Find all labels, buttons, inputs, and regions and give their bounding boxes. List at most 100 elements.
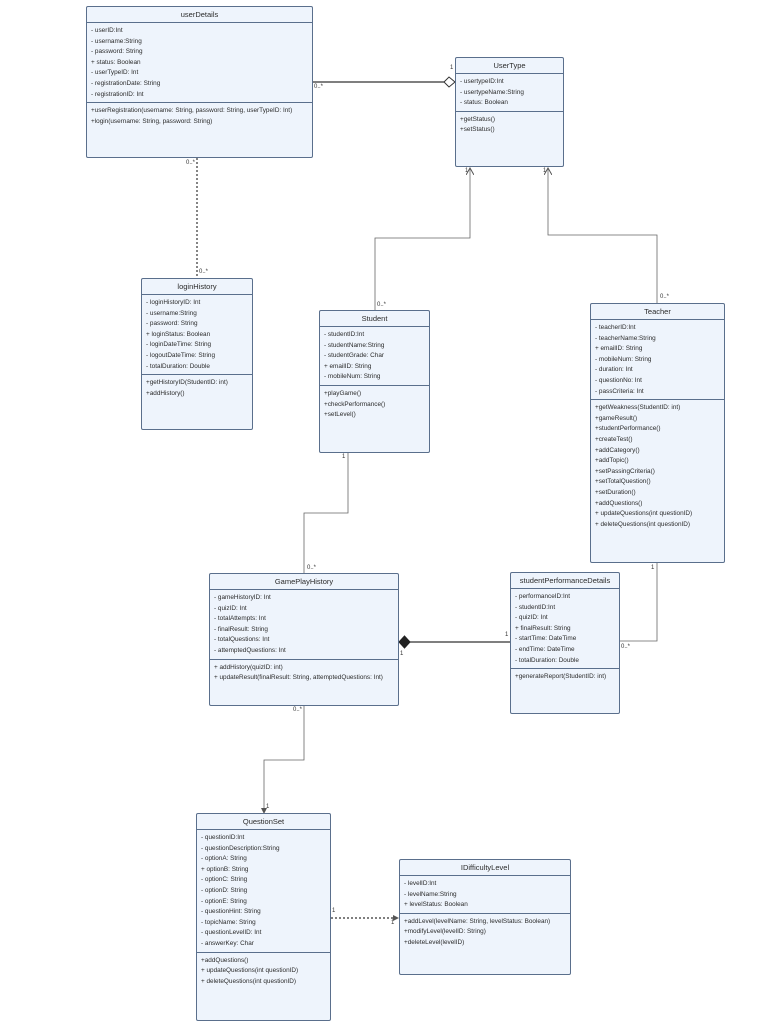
class-attribute: - attemptedQuestions: Int <box>214 646 286 654</box>
assoc-student-gameplay <box>303 453 349 573</box>
class-method: +getWeakness(StudentID: int) <box>595 404 681 412</box>
class-attribute: - questionDescription:String <box>201 844 280 852</box>
class-attribute: - usertypeName:String <box>460 88 524 96</box>
class-method: +gameResult() <box>595 414 638 422</box>
class-attribute: - finalResult: String <box>214 625 268 633</box>
class-attribute: - password: String <box>146 320 198 328</box>
class-attribute: + loginStatus: Boolean <box>146 330 211 338</box>
mult-student-usertype-src: 0..* <box>377 302 387 308</box>
class-methods: +getStatus() +setStatus() <box>456 112 563 138</box>
class-attribute: - studentGrade: Char <box>324 352 385 360</box>
class-method: +getStatus() <box>460 115 495 123</box>
mult-teacher-usertype-src: 0..* <box>660 294 670 300</box>
class-attribute: + emailID: String <box>324 362 372 370</box>
class-attribute: - topicName: String <box>201 918 256 926</box>
class-method: +checkPerformance() <box>324 400 386 408</box>
class-attribute: + optionB: String <box>201 865 249 873</box>
class-attribute: - questionHint: String <box>201 908 261 916</box>
class-method: +setLevel() <box>324 411 356 419</box>
class-attribute: - questionID:Int <box>201 834 245 841</box>
class-methods: + addHistory(quizID: int) + updateResult(… <box>210 660 398 686</box>
class-attribute: - studentID:Int <box>515 603 556 611</box>
class-attribute: - questionLevelID: Int <box>201 929 262 937</box>
class-attribute: - answerKey: Char <box>201 939 254 947</box>
class-method: +deleteLevel(levelID) <box>404 938 465 946</box>
class-attribute: - levelID:Int <box>404 880 437 887</box>
class-attribute: - performanceID:Int <box>515 593 571 600</box>
class-method: + addHistory(quizID: int) <box>214 663 283 671</box>
class-attribute: - studentID:Int <box>324 331 365 338</box>
class-methods: +getWeakness(StudentID: int) +gameResult(… <box>591 400 724 532</box>
class-methods: +userRegistration(username: String, pass… <box>87 103 312 129</box>
class-attribute: - startTime: DateTime <box>515 635 577 643</box>
class-attribute: - quizID: Int <box>214 604 247 612</box>
class-attribute: + finalResult: String <box>515 624 571 632</box>
class-loginhistory[interactable]: loginHistory - loginHistoryID: Int- user… <box>141 278 253 430</box>
class-attribute: - logoutDateTime: String <box>146 351 216 359</box>
class-title: studentPerformanceDetails <box>511 573 619 589</box>
class-method: +userRegistration(username: String, pass… <box>91 107 293 115</box>
mult-userdetails-loginhistory-src: 0..* <box>186 160 196 166</box>
class-difficultylevel[interactable]: IDifficultyLevel - levelID:Int - levelNam… <box>399 859 571 975</box>
class-attribute: + emailID: String <box>595 345 643 353</box>
class-gameplayhistory[interactable]: GamePlayHistory - gameHistoryID: Int- qu… <box>209 573 399 706</box>
class-userdetails[interactable]: userDetails - userID:Int- username:Strin… <box>86 6 313 158</box>
class-teacher[interactable]: Teacher - teacherID:Int- teacherName:Str… <box>590 303 725 563</box>
class-attributes: - studentID:Int - studentName:String - stu… <box>320 327 429 386</box>
class-title: Teacher <box>591 304 724 320</box>
class-methods: +playGame() +checkPerformance() +setLevel(… <box>320 386 429 423</box>
class-title: QuestionSet <box>197 814 330 830</box>
class-methods: +addLevel(levelName: String, levelStatus… <box>400 914 570 951</box>
class-attributes: - usertypeID:Int- usertypeName:String- s… <box>456 74 563 112</box>
mult-question-level-src: 1 <box>332 908 336 914</box>
class-usertype[interactable]: UserType - usertypeID:Int- usertypeName:… <box>455 57 564 167</box>
class-method: +playGame() <box>324 389 362 397</box>
class-attribute: - duration: Int <box>595 366 633 374</box>
class-method: +setDuration() <box>595 488 636 496</box>
class-attribute: - userID:Int <box>91 27 123 34</box>
class-method: +createTest() <box>595 435 633 443</box>
class-method: +addQuestions() <box>595 499 643 507</box>
class-attribute: - studentName:String <box>324 341 385 349</box>
mult-teacher-usertype-dst: 1 <box>543 168 547 174</box>
class-method: +getHistoryID(StudentID: int) <box>146 379 228 387</box>
mult-student-gameplay-src: 1 <box>342 454 346 460</box>
class-attribute: - teacherID:Int <box>595 324 636 331</box>
class-attribute: - mobileNum: String <box>595 355 652 363</box>
class-questionset[interactable]: QuestionSet - questionID:Int - questionDe… <box>196 813 331 1021</box>
class-method: +generateReport(StudentID: int) <box>515 673 607 681</box>
class-title: IDifficultyLevel <box>400 860 570 876</box>
assoc-student-usertype <box>374 168 470 310</box>
class-method: + updateQuestions(int questionID) <box>595 510 693 518</box>
class-method: +studentPerformance() <box>595 425 661 433</box>
class-method: +addCategory() <box>595 446 640 454</box>
class-attribute: - username:String <box>91 37 142 45</box>
mult-gameplay-perf-dst: 1 <box>505 632 509 638</box>
mult-gameplay-perf-src: 1 <box>400 651 404 657</box>
class-attribute: - totalQuestions: Int <box>214 636 270 644</box>
mult-userdetails-usertype-src: 0..* <box>314 84 324 90</box>
class-attribute: - status: Boolean <box>460 99 508 107</box>
class-methods: +addQuestions()+ updateQuestions(int que… <box>197 953 330 990</box>
class-student[interactable]: Student - studentID:Int- studentName:Str… <box>319 310 430 453</box>
class-attribute: - loginDateTime: String <box>146 341 212 349</box>
class-method: +setPassingCriteria() <box>595 467 655 475</box>
class-attributes: - gameHistoryID: Int- quizID: Int- total… <box>210 590 398 660</box>
class-attribute: - levelName:String <box>404 890 457 898</box>
class-attribute: + levelStatus: Boolean <box>404 901 468 909</box>
class-studentperformancedetails[interactable]: studentPerformanceDetails - performanceI… <box>510 572 620 714</box>
class-method: +modifyLevel(levelID: String) <box>404 928 486 936</box>
mult-gameplay-question-src: 0..* <box>293 707 303 713</box>
assoc-teacher-performance <box>620 563 658 642</box>
class-methods: +getHistoryID(StudentID: int)+addHistory… <box>142 375 252 401</box>
class-attributes: - questionID:Int - questionDescription:St… <box>197 830 330 953</box>
class-attribute: - registrationDate: String <box>91 79 161 87</box>
class-title: GamePlayHistory <box>210 574 398 590</box>
class-method: + updateResult(finalResult: String, atte… <box>214 674 383 682</box>
mult-student-gameplay-dst: 0..* <box>307 565 317 571</box>
mult-userdetails-usertype-dst: 1 <box>450 65 454 71</box>
class-attribute: - totalAttempts: Int <box>214 615 266 623</box>
class-method: + updateQuestions(int questionID) <box>201 967 299 975</box>
assoc-teacher-usertype <box>548 168 658 303</box>
class-method: +setStatus() <box>460 126 495 134</box>
